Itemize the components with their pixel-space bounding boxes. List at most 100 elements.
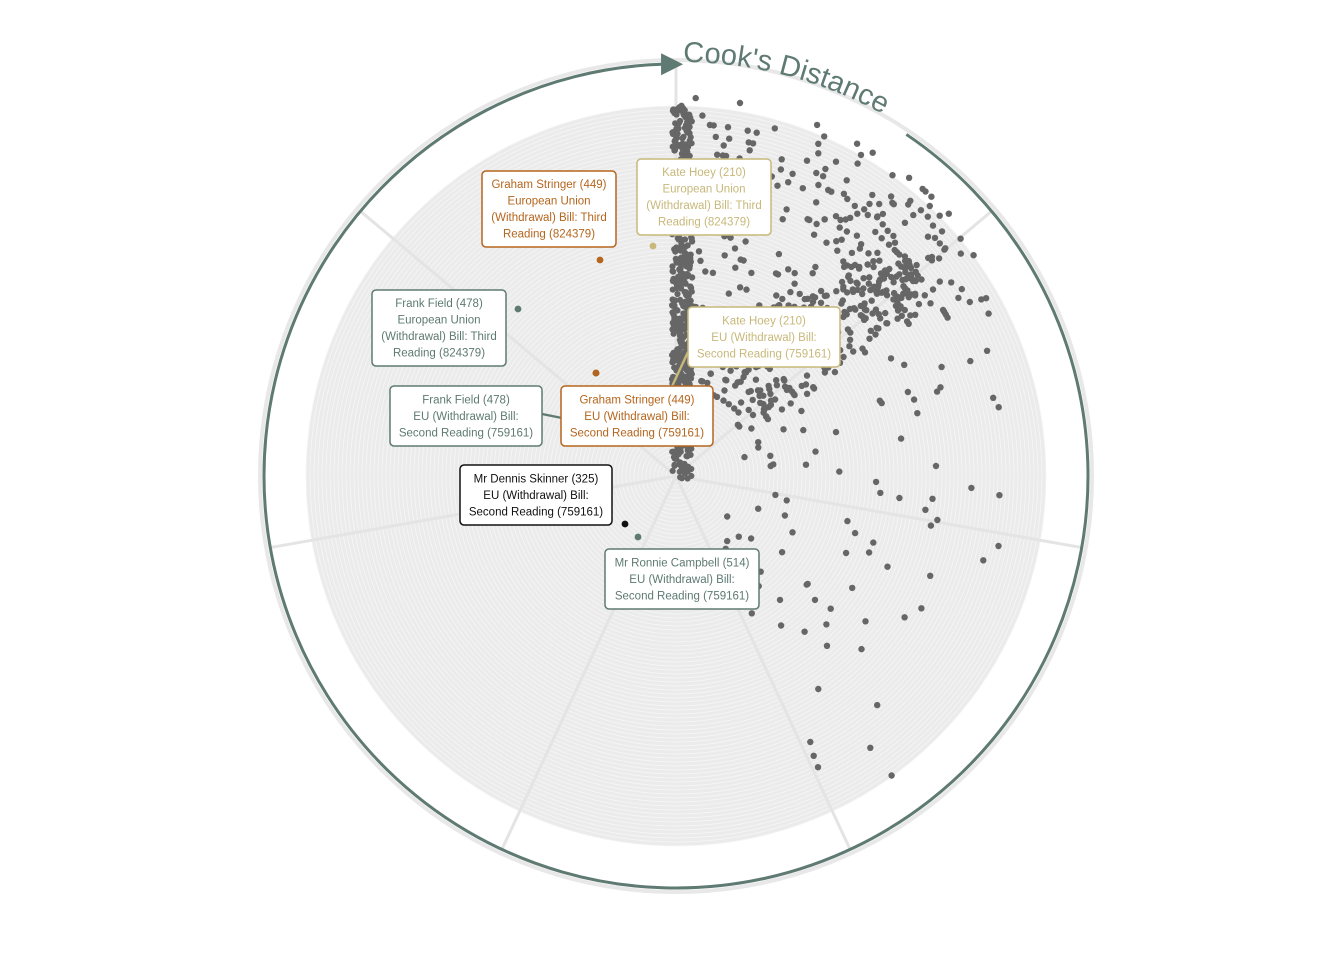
data-point — [913, 261, 920, 269]
data-point — [838, 236, 845, 243]
data-point — [968, 484, 975, 492]
data-point — [873, 324, 880, 332]
data-point — [744, 127, 751, 134]
data-point — [815, 150, 822, 157]
data-point — [681, 303, 689, 310]
data-point — [780, 426, 787, 433]
data-point — [934, 516, 941, 524]
data-point — [905, 201, 912, 208]
data-point — [673, 316, 680, 323]
outer-ring — [258, 58, 1094, 894]
data-point — [907, 312, 914, 319]
data-point — [735, 533, 742, 540]
data-point — [674, 290, 681, 298]
data-point — [747, 535, 755, 542]
data-point — [864, 211, 871, 219]
data-point — [901, 614, 908, 621]
data-point — [777, 166, 785, 173]
data-point — [813, 199, 820, 206]
data-point — [901, 257, 909, 265]
data-point — [833, 288, 840, 295]
data-point — [777, 622, 785, 629]
data-point — [855, 265, 863, 272]
data-point — [885, 241, 893, 248]
data-point — [833, 238, 840, 245]
data-point — [680, 105, 687, 112]
data-point — [669, 129, 676, 136]
data-point — [802, 461, 810, 468]
point-label-line: Second Reading (759161) — [469, 506, 603, 518]
data-point — [929, 222, 937, 229]
data-point — [726, 135, 733, 142]
highlighted-point — [634, 533, 642, 541]
data-point — [684, 143, 692, 150]
data-point — [924, 233, 932, 240]
data-point — [865, 280, 872, 287]
data-point — [812, 263, 819, 271]
data-point — [683, 375, 690, 382]
data-point — [906, 261, 913, 269]
data-point — [831, 368, 839, 376]
data-point — [936, 212, 943, 219]
data-point — [896, 494, 903, 502]
highlighted-points — [514, 242, 657, 541]
data-point — [822, 165, 829, 173]
data-point — [880, 288, 887, 295]
data-point — [840, 353, 847, 361]
point-label-line: (Withdrawal) Bill: Third — [381, 331, 496, 343]
data-point — [676, 266, 683, 273]
data-point — [810, 231, 818, 238]
data-point — [846, 336, 854, 343]
data-point — [745, 366, 752, 373]
data-point — [892, 295, 900, 302]
data-point — [967, 357, 974, 365]
data-point — [838, 300, 845, 307]
data-point — [990, 394, 997, 401]
data-point — [677, 339, 684, 346]
point-label-line: Kate Hoey (210) — [722, 315, 806, 327]
data-point — [802, 381, 810, 388]
data-point — [765, 403, 772, 411]
data-point — [955, 294, 962, 302]
data-point — [702, 268, 709, 275]
point-label-box — [389, 385, 543, 447]
data-point — [944, 314, 951, 321]
data-point — [903, 318, 911, 325]
data-point — [966, 298, 973, 306]
data-point — [773, 382, 781, 389]
data-point — [745, 139, 752, 146]
data-point — [684, 118, 691, 126]
data-point — [813, 169, 820, 177]
data-point — [936, 278, 943, 285]
data-point — [753, 129, 760, 136]
data-point — [904, 388, 912, 396]
data-point — [748, 425, 755, 432]
data-point — [748, 610, 755, 617]
point-label-line: Frank Field (478) — [395, 298, 483, 310]
data-point — [845, 273, 852, 280]
data-point — [672, 255, 679, 262]
data-point — [926, 202, 933, 210]
data-point — [748, 269, 755, 277]
data-point — [723, 377, 730, 384]
data-point — [958, 285, 965, 293]
data-point — [674, 307, 681, 314]
data-point — [854, 160, 861, 167]
point-label-line: (Withdrawal) Bill: Third — [646, 200, 761, 212]
cooks-distance-axis-arc — [262, 62, 1090, 890]
data-point — [836, 468, 843, 475]
data-point — [684, 148, 691, 155]
data-point — [727, 367, 734, 374]
data-point — [809, 298, 817, 306]
data-point — [714, 151, 721, 158]
data-point — [745, 406, 752, 414]
data-point — [844, 195, 851, 203]
data-point — [749, 396, 756, 404]
data-point — [912, 311, 919, 318]
point-label-line: Mr Dennis Skinner (325) — [474, 473, 599, 485]
data-point — [917, 207, 925, 214]
data-point — [814, 764, 822, 771]
data-point — [785, 179, 792, 186]
data-point — [741, 453, 748, 461]
data-point — [676, 468, 683, 475]
